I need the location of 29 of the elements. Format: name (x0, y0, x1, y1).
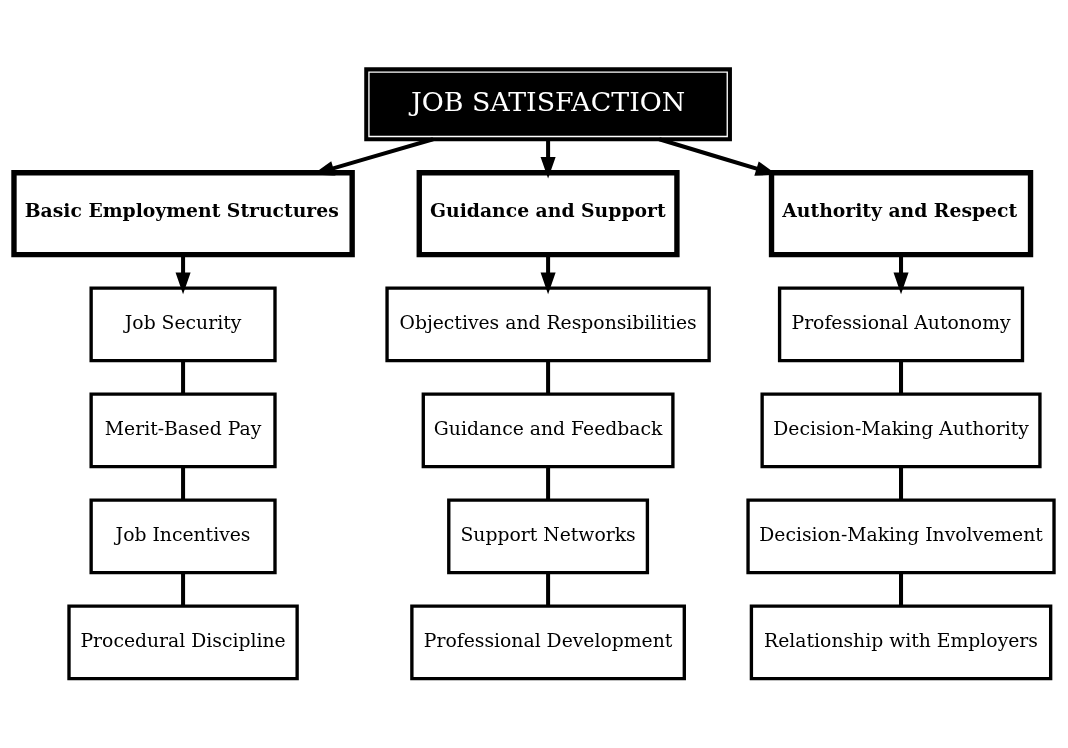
node-box: Professional Development (410, 604, 686, 681)
connector (899, 466, 904, 501)
node-box: Job Incentives (89, 498, 277, 575)
node-box: Guidance and Feedback (421, 392, 675, 469)
node-box: Procedural Discipline (67, 604, 299, 681)
node-box: Merit-Based Pay (89, 392, 277, 469)
connector (181, 360, 186, 395)
connector (899, 360, 904, 395)
arrow (540, 254, 556, 295)
node-box: Decision-Making Involvement (746, 498, 1056, 575)
node-box: JOB SATISFACTION (364, 67, 732, 142)
connector (546, 466, 551, 501)
connector (181, 466, 186, 501)
connector (546, 572, 551, 607)
connector (181, 572, 186, 607)
node-box: Professional Autonomy (777, 286, 1025, 363)
arrow (893, 254, 909, 295)
node-box: Authority and Respect (768, 170, 1034, 258)
node-box: Job Security (89, 286, 277, 363)
connector (899, 572, 904, 607)
arrow (175, 254, 191, 295)
node-box: Basic Employment Structures (11, 170, 355, 258)
connector (546, 360, 551, 395)
node-box: Objectives and Responsibilities (385, 286, 711, 363)
node-box: Decision-Making Authority (760, 392, 1042, 469)
node-box: Relationship with Employers (749, 604, 1053, 681)
arrow (540, 139, 556, 179)
node-box: Support Networks (447, 498, 650, 575)
node-box: Guidance and Support (416, 170, 680, 258)
